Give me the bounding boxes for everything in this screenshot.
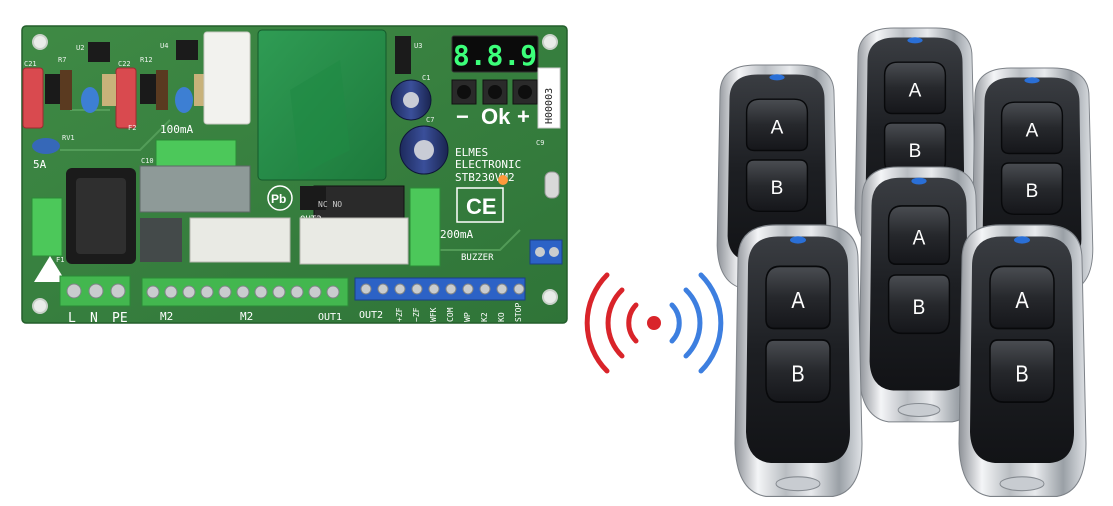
silk-r12: R12	[140, 56, 153, 64]
relay-text: NC NO	[318, 200, 342, 209]
remote-back-left: A B	[716, 64, 839, 290]
silk-r7: R7	[58, 56, 66, 64]
sticker-label: H00003	[544, 88, 555, 124]
remote-front-left: A B	[734, 224, 863, 498]
remote-button-b-label: B	[791, 360, 804, 387]
control-board: 8.8.9 − Ok + H00003 ELMES ELECTRONIC STB…	[21, 25, 568, 326]
silk-u3: U3	[414, 42, 422, 50]
brand-line-1: ELMES	[455, 146, 488, 159]
silk-c9: C9	[536, 139, 544, 147]
terminal-ko: KO	[497, 312, 506, 322]
button-minus[interactable]	[451, 79, 477, 105]
seven-segment-display: 8.8.9	[453, 39, 537, 72]
remote-back-right: A B	[971, 67, 1094, 293]
terminal-stop: STOP	[514, 303, 523, 322]
remote-button-b-label: B	[913, 296, 926, 319]
remote-button-b-label: B	[1026, 181, 1039, 202]
terminal-wp: WP	[463, 312, 472, 322]
buzzer-label: BUZZER	[461, 253, 494, 263]
silk-f1: F1	[56, 256, 64, 264]
motor-2-label: M2	[240, 310, 253, 323]
terminal-wfk: WFK	[429, 307, 438, 322]
fuse-f2-label: 100mA	[160, 123, 193, 136]
terminal-n: N	[90, 311, 98, 326]
silk-c7: C7	[426, 116, 434, 124]
fuse-f3-label: 200mA	[440, 228, 473, 241]
silk-u4: U4	[160, 42, 168, 50]
terminal-zf-plus: +ZF	[395, 307, 404, 322]
terminal-com: COM	[446, 307, 455, 322]
brand-line-2: ELECTRONIC	[455, 158, 521, 171]
terminal-k2: K2	[480, 312, 489, 322]
silk-c22: C22	[118, 60, 131, 68]
silk-c21: C21	[24, 60, 37, 68]
remote-button-a-label: A	[771, 117, 784, 138]
remote-back-middle: A B	[854, 27, 977, 253]
ok-label: Ok	[481, 104, 511, 129]
button-plus[interactable]	[512, 79, 538, 105]
remote-button-a-label: A	[791, 286, 805, 313]
out2-label: OUT2	[359, 310, 383, 321]
button-ok[interactable]	[482, 79, 508, 105]
silk-c1: C1	[422, 74, 430, 82]
remote-button-a-label: A	[1026, 120, 1039, 141]
motor-1-label: M2	[160, 310, 173, 323]
remote-button-a-label: A	[913, 227, 926, 250]
minus-label: −	[456, 104, 469, 129]
remote-button-b-label: B	[909, 141, 922, 162]
silk-f2: F2	[128, 124, 136, 132]
remote-front-right: A B	[958, 224, 1087, 498]
plus-label: +	[517, 104, 530, 129]
remote-button-b-label: B	[1015, 360, 1028, 387]
pb-mark: Pb	[271, 192, 286, 206]
fuse-5a-label: 5A	[33, 158, 47, 171]
remote-button-a-label: A	[909, 80, 922, 101]
out1-label: OUT1	[318, 312, 342, 323]
terminal-pe: PE	[112, 311, 128, 326]
wireless-signal-icon	[584, 272, 724, 374]
ce-mark: CE	[466, 194, 497, 219]
terminal-l: L	[68, 311, 76, 326]
remote-front-middle: A B	[858, 166, 981, 423]
remote-button-b-label: B	[771, 178, 784, 199]
terminal-zf-minus: −ZF	[412, 307, 421, 322]
remote-button-a-label: A	[1015, 286, 1029, 313]
silk-u2: U2	[76, 44, 84, 52]
silk-rv1: RV1	[62, 134, 75, 142]
silk-c10: C10	[141, 157, 154, 165]
